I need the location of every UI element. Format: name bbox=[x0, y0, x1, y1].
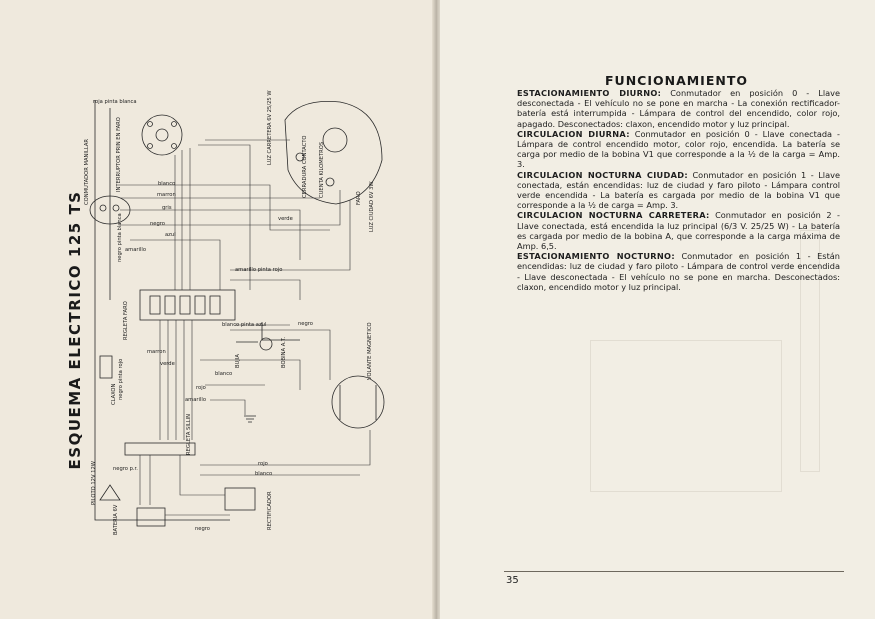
rectificador-label: RECTIFICADOR bbox=[267, 491, 273, 530]
page-number: 35 bbox=[506, 575, 519, 586]
section-heading: CIRCULACION NOCTURNA CARRETERA: bbox=[517, 210, 710, 221]
wire-label-rojo: rojo bbox=[196, 385, 206, 391]
wire-label-verde: verde bbox=[278, 216, 293, 222]
funcionamiento-sections: ESTACIONAMIENTO DIURNO: Conmutador en po… bbox=[517, 88, 840, 292]
book-gutter bbox=[432, 0, 442, 619]
claxon-label: CLAXON bbox=[111, 383, 117, 405]
luz-ciudad-label: LUZ CIUDAD 6V 3W bbox=[369, 181, 375, 232]
wire-label-amarillo-2: amarillo bbox=[185, 397, 207, 403]
wire-label-verde-2: verde bbox=[160, 361, 175, 367]
wire-label-marron: marron bbox=[157, 192, 176, 198]
show-through-shadow-2 bbox=[800, 230, 820, 472]
volante-magnetico-label: VOLANTE MAGNETICO bbox=[367, 322, 373, 380]
left-page: ESQUEMA ELECTRICO 125 TS roja pinta blan… bbox=[0, 0, 436, 619]
wire-label-rojo-2: rojo bbox=[258, 461, 268, 467]
wire-label-negro-p: negro p.r. bbox=[113, 466, 138, 472]
wire-label-gris: gris bbox=[162, 205, 172, 211]
show-through-shadow bbox=[590, 340, 782, 492]
bujia-label: BUJIA bbox=[235, 354, 241, 368]
regleta-sillin-label: REGLETA SILLIN bbox=[186, 413, 192, 455]
wire-label-marron-2: marron bbox=[147, 349, 166, 355]
section-heading: CIRCULACION NOCTURNA CIUDAD: bbox=[517, 169, 688, 180]
section-circulacion-nocturna-ciudad: CIRCULACION NOCTURNA CIUDAD: Conmutador … bbox=[517, 170, 840, 211]
wire-label-negro-pinta-rojo: negro pinta rojo bbox=[118, 358, 124, 400]
piloto-label: PILOTO 12V 12W bbox=[91, 461, 97, 505]
section-estacionamiento-nocturno: ESTACIONAMIENTO NOCTURNO: Conmutador en … bbox=[517, 251, 840, 292]
wire-label-roja-pinta-blanca: roja pinta blanca bbox=[93, 99, 137, 105]
wire-label-amarillo: amarillo bbox=[125, 247, 147, 253]
wire-label-negro-pinta-blanca: negro pinta blanca bbox=[117, 213, 123, 262]
diagram-title: ESQUEMA ELECTRICO 125 TS bbox=[66, 190, 84, 470]
section-circulacion-nocturna-carretera: CIRCULACION NOCTURNA CARRETERA: Conmutad… bbox=[517, 210, 840, 251]
wire-label-blanco-2: blanco bbox=[215, 371, 233, 377]
section-text: Conmutador en posición 2 - Llave conecta… bbox=[517, 210, 841, 252]
section-estacionamiento-diurno: ESTACIONAMIENTO DIURNO: Conmutador en po… bbox=[517, 88, 840, 129]
luz-carretera-label: LUZ CARRETERA 6V 25/25 W bbox=[267, 90, 273, 165]
bobina-at-label: BOBINA A.T. bbox=[281, 336, 287, 368]
section-text: Conmutador en posición 0 - Llave descone… bbox=[517, 88, 840, 129]
section-heading: CIRCULACION DIURNA: bbox=[517, 128, 630, 139]
wiring-diagram: ESQUEMA ELECTRICO 125 TS roja pinta blan… bbox=[0, 0, 436, 619]
wire-label-blanco: blanco bbox=[158, 181, 176, 187]
cerradura-contacto-label: CERRADURA CONTACTO bbox=[302, 135, 308, 198]
wire-label-negro-2: negro bbox=[298, 321, 313, 327]
wire-label-blanco-3: blanco bbox=[255, 471, 273, 477]
footer-rule bbox=[504, 571, 844, 572]
wiring-diagram-drawing bbox=[89, 100, 385, 527]
faro-label: FARO bbox=[356, 191, 362, 205]
wire-label-amarillo-pinta-rojo: amarillo pinta rojo bbox=[235, 267, 283, 273]
right-page: FUNCIONAMIENTO ESTACIONAMIENTO DIURNO: C… bbox=[440, 0, 875, 619]
interruptor-faro-label: INTERRUPTOR PRIN EN FARO bbox=[116, 117, 122, 192]
section-heading: ESTACIONAMIENTO NOCTURNO: bbox=[517, 251, 675, 262]
section-heading: ESTACIONAMIENTO DIURNO: bbox=[517, 88, 662, 98]
section-text: Conmutador en posición 1 - Llave conecta… bbox=[517, 169, 840, 211]
conmutador-manillar-label: CONMUTADOR MANILLAR bbox=[84, 139, 90, 205]
wire-label-negro: negro bbox=[150, 221, 165, 227]
bateria-label: BATERIA 6V bbox=[113, 504, 119, 535]
wire-label-blanco-pinta-azul: blanco pinta azul bbox=[222, 322, 267, 328]
regleta-faro-label: REGLETA FARO bbox=[123, 301, 129, 340]
page-title: FUNCIONAMIENTO bbox=[605, 73, 748, 88]
wire-label-negro-3: negro bbox=[195, 526, 210, 532]
cuenta-kilometros-label: CUENTA KILOMETROS bbox=[319, 141, 325, 198]
wire-label-azul: azul bbox=[165, 232, 176, 238]
section-text: Conmutador en posición 1 - Están encendi… bbox=[517, 251, 840, 292]
section-text: Conmutador en posición 0 - Llave conecta… bbox=[517, 128, 840, 170]
section-circulacion-diurna: CIRCULACION DIURNA: Conmutador en posici… bbox=[517, 129, 840, 170]
